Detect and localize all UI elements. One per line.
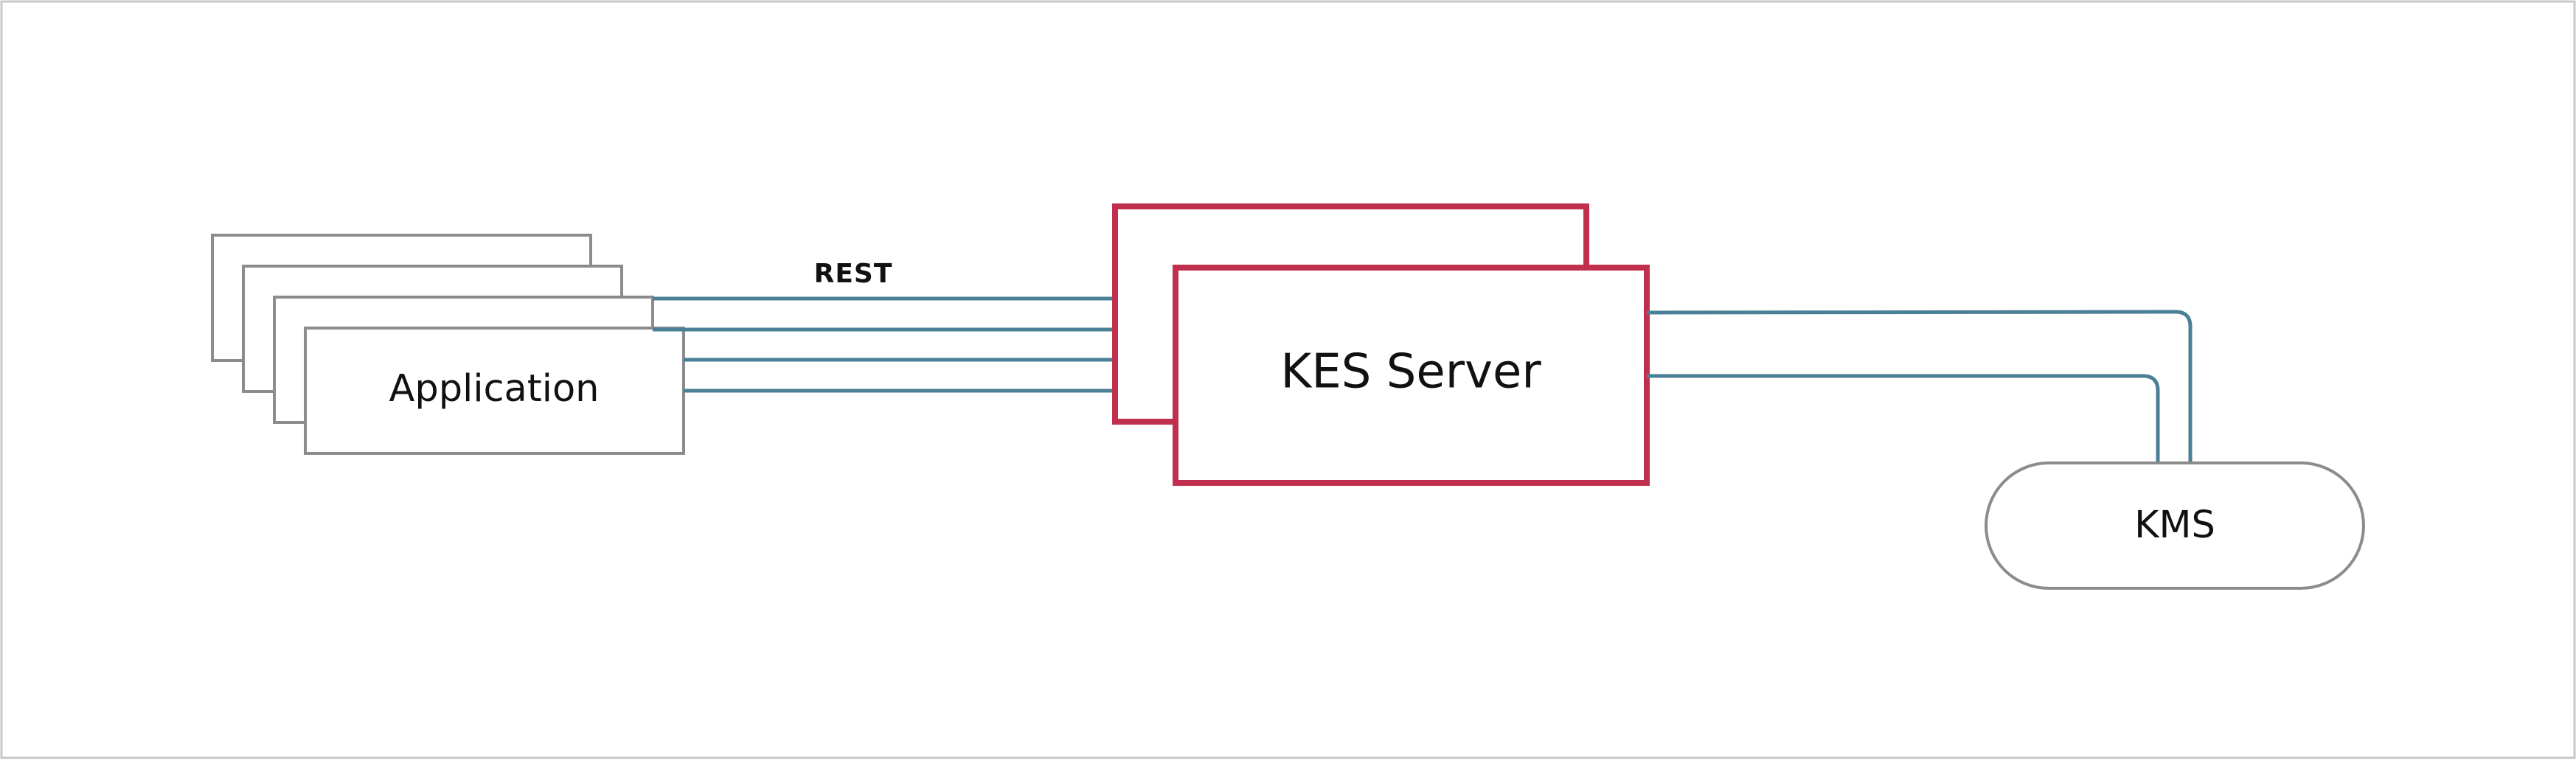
- kms-connectors: [1646, 310, 2193, 463]
- application-card-front: [304, 327, 685, 455]
- application-label: Application: [389, 367, 600, 411]
- rest-label: REST: [814, 259, 893, 289]
- kms-connector-upper: [1646, 310, 2193, 463]
- kms-node: [1985, 461, 2365, 590]
- kes-server-stack: [1112, 203, 1650, 486]
- kms-label: KMS: [2134, 504, 2215, 547]
- application-stack: [211, 234, 685, 455]
- kes-server-label: KES Server: [1280, 345, 1541, 400]
- kms-connector-lower: [1647, 374, 2160, 463]
- rest-connectors: [653, 296, 1176, 393]
